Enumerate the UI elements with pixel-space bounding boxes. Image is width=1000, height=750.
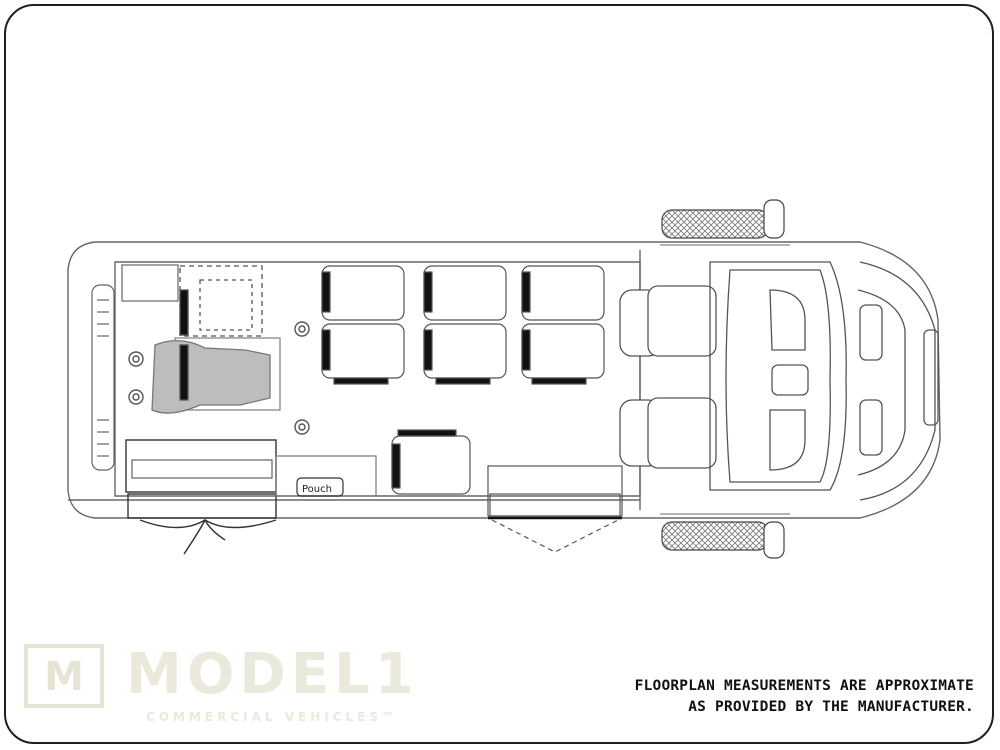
rear-vent — [91, 284, 115, 471]
front-wheels — [660, 199, 790, 559]
rear-wheelchair-lift — [125, 439, 277, 555]
logo-wordmark: MODEL1 — [126, 642, 419, 707]
disclaimer-line-1: FLOORPLAN MEASUREMENTS ARE APPROXIMATE — [634, 678, 974, 694]
rear-cabinet — [121, 264, 179, 302]
model1-logo: M MODEL1 COMMERCIAL VEHICLES™ — [24, 642, 424, 734]
cab-seats — [619, 285, 717, 469]
side-cabinet — [275, 455, 377, 497]
logo-mark-icon: M — [24, 644, 104, 708]
disclaimer-line-2: AS PROVIDED BY THE MANUFACTURER. — [688, 699, 974, 715]
passenger-seats — [321, 265, 605, 495]
wheelchair-station — [151, 265, 281, 414]
side-entry-door — [487, 465, 623, 553]
disclaimer: FLOORPLAN MEASUREMENTS ARE APPROXIMATE A… — [635, 676, 974, 718]
pouch-label: Pouch — [302, 484, 332, 495]
tie-down-anchors — [128, 321, 310, 435]
dashboard — [709, 261, 939, 501]
logo-subtitle: COMMERCIAL VEHICLES™ — [146, 710, 398, 724]
